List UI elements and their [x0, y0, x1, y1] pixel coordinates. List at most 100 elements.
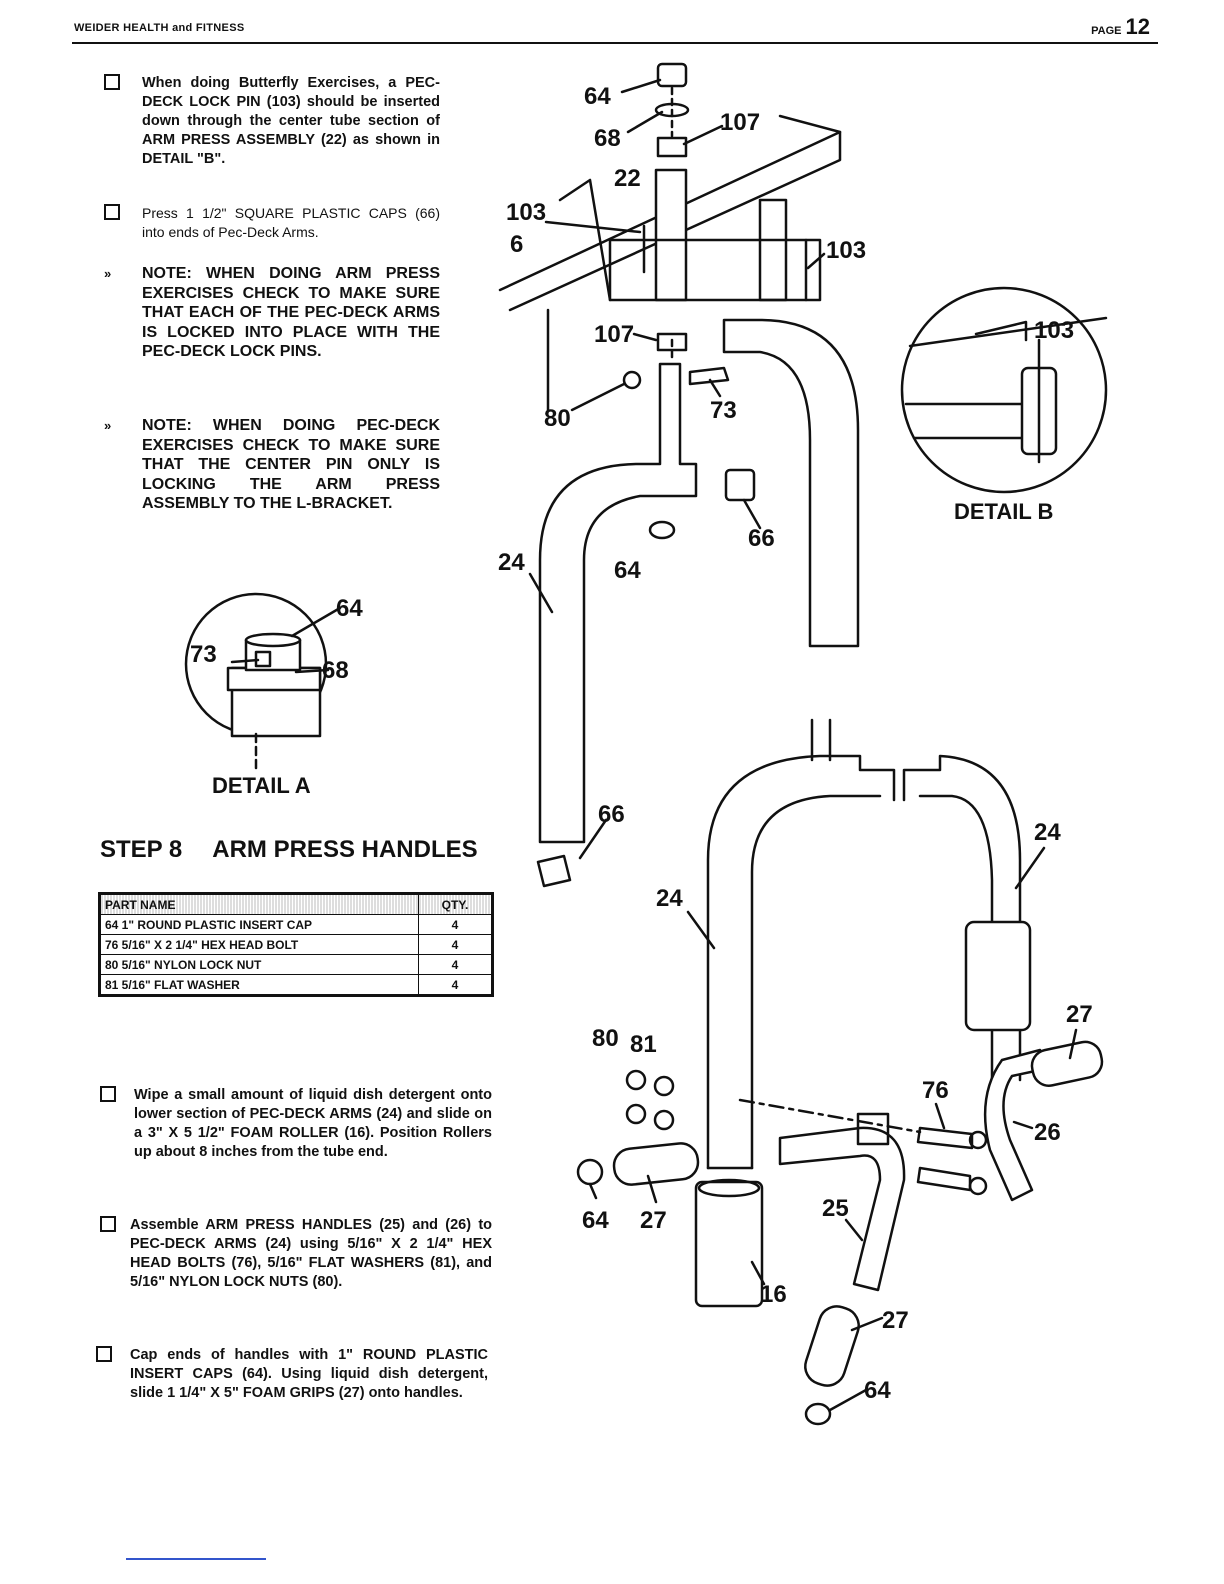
bushing-107-icon [656, 136, 688, 158]
detail-b-frame [908, 316, 1108, 348]
instruction-text: Wipe a small amount of liquid dish deter… [134, 1087, 492, 1160]
leader-line [1014, 846, 1046, 890]
leader-line [686, 910, 716, 950]
upper-assembly: 64 68 107 22 103 6 103 107 73 80 66 24 6… [498, 62, 866, 888]
callout-66: 66 [748, 525, 775, 552]
leader-line [230, 658, 260, 664]
callout-64: 64 [614, 557, 641, 584]
part-qty: 4 [418, 974, 493, 996]
nut-80-icon [625, 1103, 647, 1125]
step-heading: STEP 8 ARM PRESS HANDLES [100, 836, 478, 864]
leader-line [294, 668, 330, 674]
parts-table: PART NAME QTY. 64 1" ROUND PLASTIC INSER… [98, 892, 494, 997]
leader-line [588, 1182, 598, 1200]
foam-roller-top [697, 1178, 761, 1198]
foam-grip-27-bottom [804, 1305, 860, 1387]
handle-plate [856, 1112, 890, 1146]
callout-103: 103 [826, 237, 866, 264]
callout-73: 73 [190, 641, 217, 668]
page-label: PAGE [1091, 25, 1122, 37]
washer-81-icon [653, 1075, 675, 1097]
step-title: ARM PRESS HANDLES [212, 836, 478, 863]
table-row: 76 5/16" X 2 1/4" HEX HEAD BOLT 4 [99, 934, 493, 955]
detail-b: 103 DETAIL B [900, 286, 1108, 524]
leader-line [742, 498, 762, 530]
table-row: 81 5/16" FLAT WASHER 4 [99, 974, 493, 996]
instruction-square-caps: Press 1 1/2" SQUARE PLASTIC CAPS (66) in… [104, 204, 440, 242]
callout-107: 107 [594, 321, 634, 348]
nut-80-icon [622, 370, 642, 390]
header-part-name: PART NAME [99, 893, 419, 915]
handle-26 [983, 1048, 1042, 1202]
callout-103: 103 [506, 199, 546, 226]
leader-line [1068, 1028, 1078, 1060]
table-header-row: PART NAME QTY. [99, 893, 493, 915]
detail-a-cap-top [244, 632, 302, 648]
step-number: STEP 8 [100, 836, 183, 863]
foam-grip-27-right [1030, 1040, 1104, 1087]
note-arm-press: » NOTE: WHEN DOING ARM PRESS EXERCISES C… [104, 264, 440, 362]
header-publisher: WEIDER HEALTH and FITNESS [74, 22, 245, 34]
callout-68: 68 [322, 657, 349, 684]
handle-25 [778, 1126, 906, 1292]
leader-line [708, 378, 722, 398]
callout-27: 27 [882, 1307, 909, 1334]
leader-line [632, 332, 658, 342]
washer-81-icon [653, 1109, 675, 1131]
leader-line [578, 818, 608, 860]
leader-line [806, 252, 826, 270]
callout-16: 16 [760, 1281, 787, 1308]
centerline [738, 1098, 922, 1134]
leader-line [626, 110, 664, 134]
callout-80: 80 [544, 405, 571, 432]
callout-64: 64 [584, 83, 611, 110]
note-marker: » [104, 266, 112, 281]
detail-b-circle [900, 286, 1108, 494]
bushing-107-lower [656, 332, 688, 352]
leader-line [620, 78, 662, 94]
callout-27: 27 [1066, 1001, 1093, 1028]
callout-26: 26 [1034, 1119, 1061, 1146]
cap-64-bottom-icon [804, 1402, 832, 1426]
callout-76: 76 [922, 1077, 949, 1104]
cap-66-icon [724, 468, 756, 502]
frame-beam [778, 114, 842, 134]
cap-66-bottom-icon [536, 854, 572, 888]
part-name: 80 5/16" NYLON LOCK NUT [99, 954, 419, 975]
leader-line [646, 1174, 658, 1204]
checkbox-icon[interactable] [96, 1346, 112, 1362]
checkbox-icon[interactable] [104, 204, 120, 220]
table-row: 80 5/16" NYLON LOCK NUT 4 [99, 954, 493, 975]
cap-64-icon [656, 62, 688, 88]
lower-assembly: 24 24 27 80 81 76 26 64 27 25 16 27 64 [576, 718, 1104, 1426]
leader-line [570, 382, 626, 412]
callout-64: 64 [336, 595, 363, 622]
checkbox-icon[interactable] [104, 74, 120, 90]
l-bracket [608, 238, 822, 302]
bolt-head-icon [968, 1176, 988, 1196]
callout-80: 80 [592, 1025, 619, 1052]
note-text: NOTE: WHEN DOING PEC-DECK EXERCISES CHEC… [142, 417, 440, 512]
leader-line [850, 1316, 884, 1332]
bolt-head-icon [968, 1130, 988, 1150]
leader-line [844, 1218, 864, 1242]
callout-107: 107 [720, 109, 760, 136]
checkbox-icon[interactable] [100, 1086, 116, 1102]
pec-deck-arm-outer [706, 754, 1022, 1170]
instruction-text: Cap ends of handles with 1" ROUND PLASTI… [130, 1347, 488, 1401]
checkbox-icon[interactable] [100, 1216, 116, 1232]
page-number: 12 [1125, 14, 1150, 39]
foam-roller-16 [694, 1180, 764, 1308]
bolt-76-upper [916, 1126, 974, 1150]
callout-81: 81 [630, 1031, 657, 1058]
instruction-pec-deck-pin: When doing Butterfly Exercises, a PEC-DE… [104, 74, 440, 169]
callout-68: 68 [594, 125, 621, 152]
leader-line [544, 220, 642, 234]
leader-line [934, 1102, 946, 1130]
pec-deck-arm-24 [538, 362, 698, 844]
instruction-cap-handles: Cap ends of handles with 1" ROUND PLASTI… [96, 1346, 488, 1403]
cap-64-lower-icon [648, 520, 676, 540]
leader-line [1012, 1120, 1034, 1130]
callout-64: 64 [864, 1377, 891, 1404]
